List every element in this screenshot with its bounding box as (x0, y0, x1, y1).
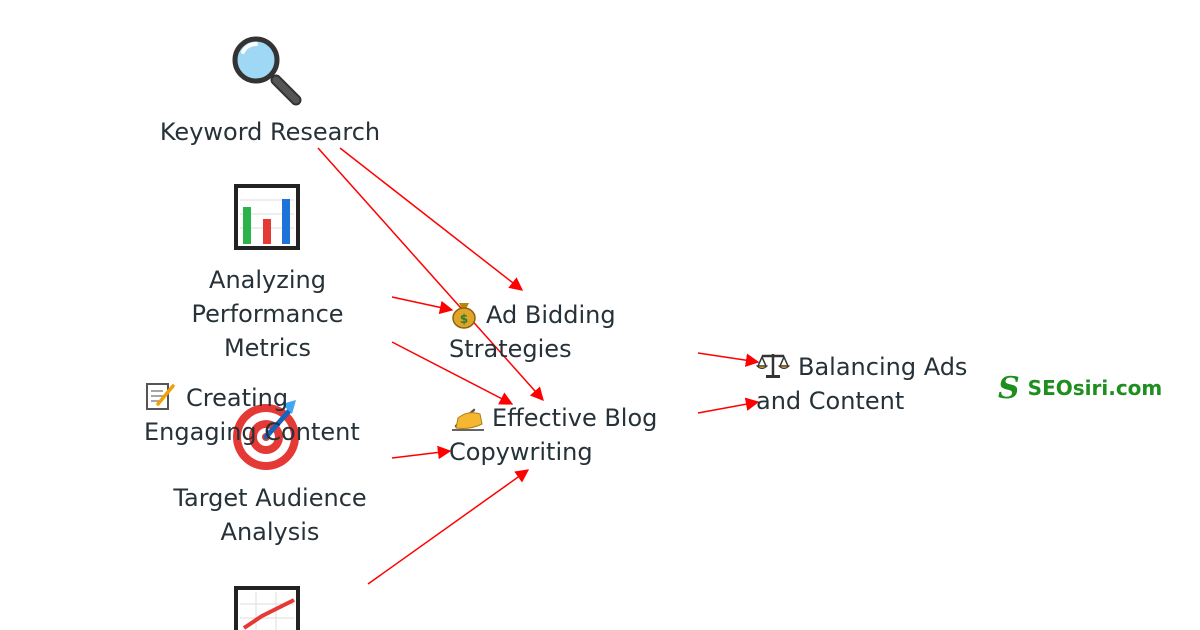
arrow-blog-to-balancing (697, 397, 760, 414)
node-label-line: Strategies (449, 335, 572, 363)
node-label-line: Copywriting (449, 438, 593, 466)
node-label-line: Effective Blog (492, 404, 658, 432)
node-label-line: Engaging Content (144, 418, 360, 446)
node-analyzing-performance-metrics: Analyzing Performance Metrics (160, 263, 375, 365)
arrow-ad-bidding-to-balancing (697, 352, 760, 367)
node-ad-bidding-strategies: Ad Bidding Strategies (449, 298, 616, 366)
node-keyword-research: Keyword Research (150, 115, 390, 149)
arrow-analyzing-to-ad-bidding (391, 296, 454, 315)
arrow-keyword-to-ad-bidding (339, 147, 524, 291)
arrow-keyword-to-blog (317, 147, 544, 402)
node-label: Keyword Research (159, 118, 381, 146)
node-label-line: Analyzing (209, 266, 326, 294)
arrow-analyzing-to-blog (391, 341, 514, 405)
node-label-line: Analysis (220, 518, 320, 546)
arrow-bottom-to-blog (367, 469, 530, 585)
node-label-line: and Content (756, 387, 905, 415)
node-label-line: Performance (191, 300, 344, 328)
brand-logo: S SEOsiri.com (998, 370, 1162, 406)
node-creating-engaging-content: Creating Engaging Content (144, 381, 360, 449)
node-label-line: Creating (186, 384, 289, 412)
node-label-line: Target Audience (173, 484, 367, 512)
brand-mark-icon: S (998, 370, 1020, 406)
brand-name: SEOsiri.com (1027, 376, 1163, 400)
node-label-line: Balancing Ads (798, 353, 968, 381)
arrow-target-to-blog (391, 445, 452, 460)
node-label-line: Metrics (223, 334, 312, 362)
node-label-line: Ad Bidding (486, 301, 616, 329)
node-target-audience-analysis: Target Audience Analysis (160, 481, 380, 549)
node-balancing-ads-and-content: Balancing Ads and Content (756, 350, 967, 418)
node-effective-blog-copywriting: Effective Blog Copywriting (449, 401, 657, 469)
